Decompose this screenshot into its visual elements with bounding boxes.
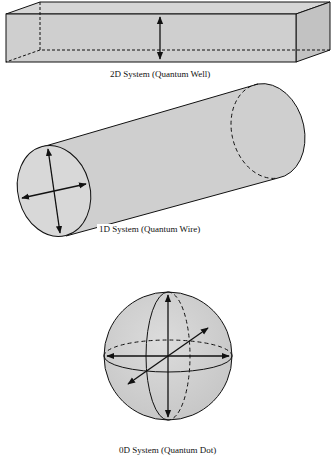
caption-label: 0D System (Quantum Dot) (117, 445, 218, 456)
quantum-dot-sphere (104, 292, 232, 420)
caption-label: 2D System (Quantum Well) (108, 69, 212, 80)
quantum-wire-cylinder (7, 84, 305, 245)
caption-label: 1D System (Quantum Wire) (97, 224, 202, 235)
quantum-well-slab (6, 2, 330, 62)
